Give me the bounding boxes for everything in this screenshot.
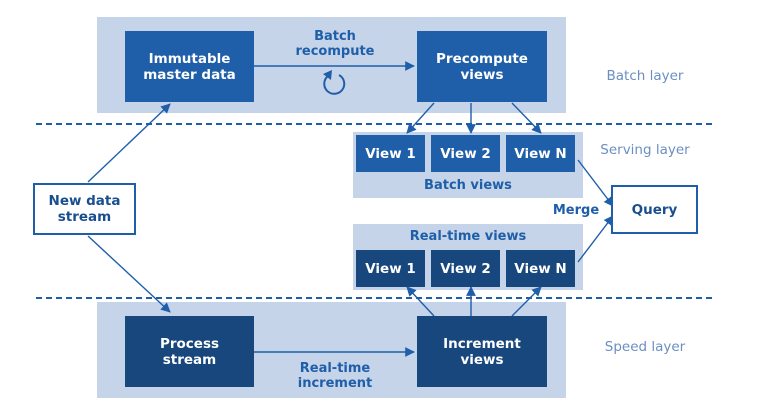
batch-view-n: View N bbox=[506, 135, 575, 172]
batch-serving-divider bbox=[36, 123, 712, 125]
batch-views-label: Batch views bbox=[424, 178, 512, 193]
realtime-view-1: View 1 bbox=[356, 250, 425, 287]
realtime-view-n: View N bbox=[506, 250, 575, 287]
precompute-views-node: Precompute views bbox=[417, 31, 547, 102]
increment-views-node: Increment views bbox=[417, 316, 547, 387]
arrow-precompute-to-viewN bbox=[511, 102, 542, 134]
new-data-stream-node: New data stream bbox=[33, 183, 136, 235]
batch-layer-label: Batch layer bbox=[606, 68, 684, 84]
arrow-increment-to-rt-view1 bbox=[406, 286, 435, 317]
process-stream-node: Process stream bbox=[125, 316, 254, 387]
batch-view-2: View 2 bbox=[431, 135, 500, 172]
batch-recompute-label: Batch recompute bbox=[295, 29, 375, 59]
arrow-increment-to-rt-viewN bbox=[511, 286, 542, 317]
arrow-precompute-to-view1 bbox=[406, 102, 435, 134]
arrow-newdata-to-process bbox=[87, 235, 171, 313]
arrow-batchviews-to-query bbox=[577, 159, 614, 207]
refresh-cycle-icon bbox=[323, 70, 346, 95]
arrow-newdata-to-immutable bbox=[87, 103, 171, 183]
realtime-increment-label: Real-time increment bbox=[297, 361, 373, 391]
merge-label: Merge bbox=[552, 203, 600, 218]
batch-view-1: View 1 bbox=[356, 135, 425, 172]
immutable-master-data-node: Immutable master data bbox=[125, 31, 254, 102]
serving-speed-divider bbox=[36, 297, 712, 299]
realtime-view-2: View 2 bbox=[431, 250, 500, 287]
realtime-views-label: Real-time views bbox=[409, 229, 527, 244]
arrow-rtviews-to-query bbox=[577, 215, 614, 263]
query-node: Query bbox=[611, 185, 698, 234]
speed-layer-label: Speed layer bbox=[604, 339, 686, 355]
serving-layer-label: Serving layer bbox=[600, 142, 690, 158]
